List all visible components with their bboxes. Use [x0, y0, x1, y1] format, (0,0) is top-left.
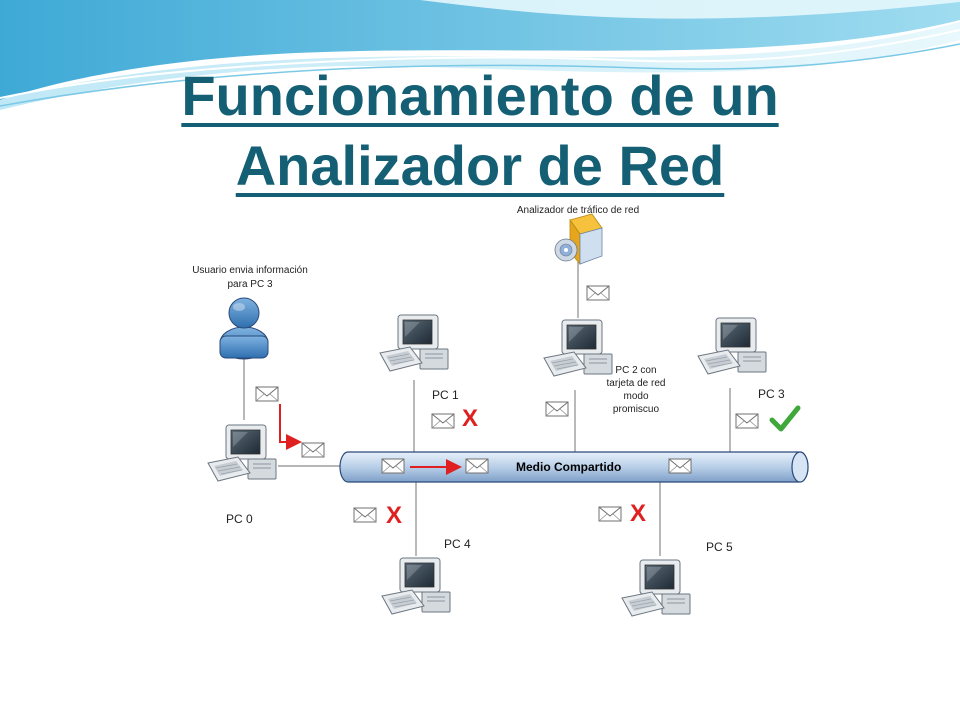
envelope-icon: [381, 458, 405, 474]
pc2-note-line-1: PC 2 con: [615, 365, 657, 376]
send-arrow-icon: [279, 404, 302, 450]
envelope-icon: [301, 442, 325, 458]
slide-title-line-1: Funcionamiento de un: [181, 64, 779, 127]
pc2-note-line-2: tarjeta de red: [606, 378, 666, 389]
slide-title-line-2: Analizador de Red: [235, 134, 725, 197]
pc2-note-line-3: modo: [623, 391, 649, 402]
pc2-note-line-4: promiscuo: [612, 404, 660, 415]
user-icon: [219, 297, 269, 360]
envelope-icon: [545, 401, 569, 417]
header-wave-decoration: [0, 0, 960, 110]
pc0-computer-icon: [207, 424, 277, 482]
pc1-label: PC 1: [432, 388, 459, 402]
user-label-line-1: Usuario envia información: [192, 265, 308, 276]
pc4-computer-icon: [381, 557, 451, 615]
pc3-label: PC 3: [758, 387, 785, 401]
analyzer-software-icon: [554, 213, 603, 266]
envelope-icon: [353, 507, 377, 523]
pc1-computer-icon: [379, 314, 449, 372]
analyzer-label: Analizador de tráfico de red: [516, 205, 640, 216]
envelope-icon: [255, 386, 279, 402]
envelope-icon: [465, 458, 489, 474]
reject-mark-pc5: X: [630, 500, 647, 527]
user-label-line-2: para PC 3: [227, 279, 273, 290]
shared-medium-label: Medio Compartido: [516, 460, 622, 474]
envelope-icon: [668, 458, 692, 474]
envelope-icon: [598, 506, 622, 522]
pc5-computer-icon: [621, 559, 691, 617]
envelope-icon: [586, 285, 610, 301]
reject-mark-pc1: X: [462, 405, 479, 432]
checkmark-icon: [769, 405, 801, 432]
pc0-label: PC 0: [226, 512, 253, 526]
pc4-label: PC 4: [444, 537, 471, 551]
reject-mark-pc4: X: [386, 502, 403, 529]
connection-lines: [243, 258, 731, 556]
envelope-icon: [735, 413, 759, 429]
pc5-label: PC 5: [706, 540, 733, 554]
envelope-icon: [431, 413, 455, 429]
pc3-computer-icon: [697, 317, 767, 375]
